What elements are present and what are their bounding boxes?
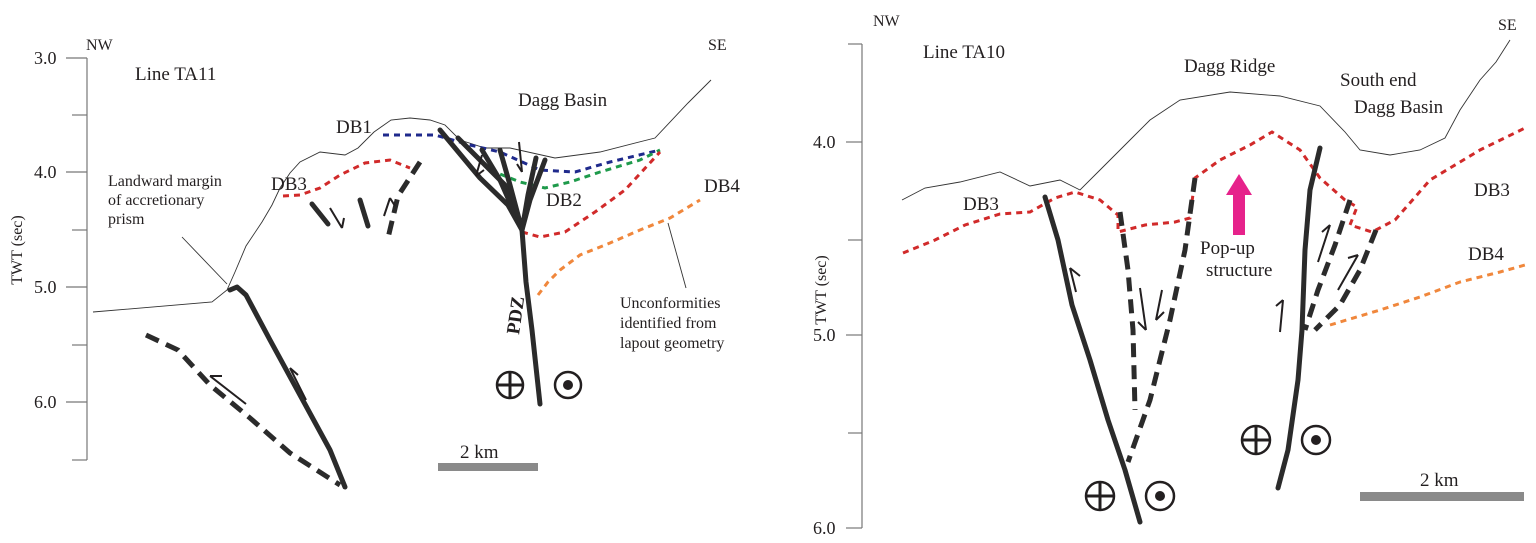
right-dashed-fault-slip-arrow-3 bbox=[1317, 224, 1331, 263]
right-cross-section-panel: 4.0 5.0 6.0 TWT (sec) NW SE Line TA10 Da… bbox=[813, 13, 1526, 538]
right-western-dashed-fault-1 bbox=[1117, 211, 1138, 411]
left-line-label: Line TA11 bbox=[135, 64, 216, 85]
right-eastern-fault bbox=[1275, 145, 1323, 491]
right-upper-toward-viewer-plus-icon bbox=[1240, 424, 1272, 456]
right-scale-label: 2 km bbox=[1420, 470, 1459, 491]
left-unconformities-label-2: identified from bbox=[620, 315, 717, 332]
left-y-tick-4: 4.0 bbox=[34, 162, 57, 182]
right-popup-uplift-arrow-icon bbox=[1226, 174, 1252, 235]
left-basin-label: Dagg Basin bbox=[518, 90, 608, 111]
right-db3-unconformity bbox=[902, 126, 1526, 255]
left-margin-label-3: prism bbox=[108, 211, 145, 228]
left-scale-bar bbox=[438, 463, 538, 471]
right-south-label-1: South end bbox=[1340, 70, 1417, 91]
left-unconformities-label-3: lapout geometry bbox=[620, 335, 724, 352]
left-db4-unconformity bbox=[536, 198, 701, 296]
left-prism-lower-fault bbox=[144, 332, 342, 488]
left-margin-label-2: of accretionary bbox=[108, 192, 204, 209]
left-margin-label-1: Landward margin bbox=[108, 173, 222, 190]
right-dashed-fault-slip-arrow-4 bbox=[1337, 254, 1359, 291]
left-small-fault-3 bbox=[385, 160, 423, 239]
right-y-tick-5: 5.0 bbox=[813, 325, 836, 345]
left-away-dot-icon bbox=[553, 370, 583, 400]
right-eastern-fault-slip-arrow bbox=[1275, 299, 1284, 333]
left-db4-label: DB4 bbox=[704, 176, 740, 197]
left-db2-label: DB2 bbox=[546, 190, 582, 211]
left-prism-thrust-fault bbox=[227, 284, 348, 490]
right-lower-toward-viewer-plus-icon bbox=[1084, 480, 1116, 512]
left-prism-slip-arrow-upper bbox=[289, 367, 307, 401]
left-y-axis: 3.0 4.0 5.0 6.0 TWT (sec) bbox=[9, 48, 88, 461]
right-south-label-2: Dagg Basin bbox=[1354, 97, 1444, 118]
left-prism-slip-arrow-lower bbox=[209, 375, 247, 405]
right-line-label: Line TA10 bbox=[923, 42, 1005, 63]
right-y-axis-label: TWT (sec) bbox=[813, 255, 830, 324]
right-ridge-label: Dagg Ridge bbox=[1184, 56, 1275, 77]
left-unconformities-leader bbox=[667, 222, 687, 289]
right-eastern-dashed-fault-1 bbox=[1302, 199, 1353, 331]
left-scale-label: 2 km bbox=[460, 442, 499, 463]
right-seafloor-line bbox=[901, 39, 1511, 201]
left-small-fault-arrow-2 bbox=[383, 197, 396, 217]
right-nw-label: NW bbox=[873, 13, 901, 30]
left-unconformities-label-1: Unconformities bbox=[620, 295, 720, 312]
left-y-tick-6: 6.0 bbox=[34, 392, 57, 412]
right-popup-label-1: Pop-up bbox=[1200, 238, 1255, 259]
left-db3-unconformity-east bbox=[521, 150, 662, 239]
left-margin-leader bbox=[181, 236, 228, 285]
right-db3-left-label: DB3 bbox=[963, 194, 999, 215]
right-lower-away-dot-icon bbox=[1144, 480, 1176, 512]
left-toward-viewer-plus-icon bbox=[495, 370, 525, 400]
right-se-label: SE bbox=[1498, 17, 1517, 34]
left-db1-label: DB1 bbox=[336, 117, 372, 138]
right-popup-label-2: structure bbox=[1206, 260, 1272, 281]
left-db2-unconformity bbox=[489, 148, 661, 190]
right-western-fault-slip-arrow bbox=[1069, 267, 1081, 293]
right-y-tick-4: 4.0 bbox=[813, 132, 836, 152]
right-upper-away-dot-icon bbox=[1300, 424, 1332, 456]
left-small-fault-1 bbox=[309, 201, 331, 227]
right-y-axis: 4.0 5.0 6.0 TWT (sec) bbox=[813, 43, 863, 538]
right-db3-right-label: DB3 bbox=[1474, 180, 1510, 201]
left-small-fault-arrow-1 bbox=[329, 207, 345, 229]
left-small-fault-2 bbox=[357, 197, 371, 229]
right-scale-bar bbox=[1360, 492, 1524, 501]
right-dashed-fault-slip-arrow-1 bbox=[1137, 287, 1147, 331]
left-db3-label: DB3 bbox=[271, 174, 307, 195]
left-se-label: SE bbox=[708, 37, 727, 54]
left-db1-unconformity bbox=[383, 133, 661, 174]
left-nw-label: NW bbox=[86, 37, 114, 54]
left-y-tick-5: 5.0 bbox=[34, 277, 57, 297]
right-y-tick-6: 6.0 bbox=[813, 518, 836, 538]
right-western-dashed-fault-2 bbox=[1125, 177, 1198, 463]
left-db3-unconformity-west bbox=[282, 158, 411, 198]
left-flower-structure bbox=[437, 127, 548, 407]
right-eastern-dashed-fault-2 bbox=[1313, 229, 1379, 332]
right-dashed-fault-slip-arrow-2 bbox=[1155, 289, 1165, 321]
left-pdz-label: PDZ bbox=[503, 295, 529, 336]
left-seafloor-line bbox=[92, 79, 712, 313]
left-cross-section-panel: 3.0 4.0 5.0 6.0 TWT (sec) NW SE Line TA1… bbox=[9, 37, 740, 490]
right-db4-label: DB4 bbox=[1468, 244, 1504, 265]
right-db4-unconformity bbox=[1329, 263, 1526, 327]
right-western-fault bbox=[1042, 194, 1143, 525]
left-y-tick-3: 3.0 bbox=[34, 48, 57, 68]
left-y-axis-label: TWT (sec) bbox=[9, 215, 26, 284]
